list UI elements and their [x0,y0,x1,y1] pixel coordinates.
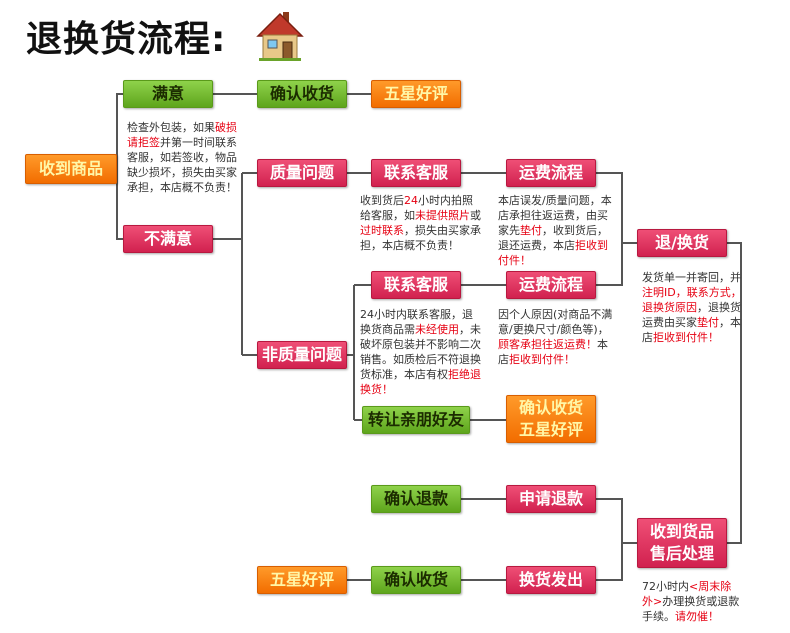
after-sale-node: 收到货品 售后处理 [637,518,727,568]
confirm-receipt-mid-label: 确认收货 [519,397,583,419]
note-segment: 请勿催！ [675,610,719,623]
note-segment: 发货单一并寄回，并 [642,271,741,284]
confirm-receipt-top-node: 确认收货 [257,80,347,108]
shipping-quality-note: 本店误发/质量问题，本店承担往返运费，由买家先垫付，收到货后，退还运费，本店拒收… [498,193,616,268]
note-segment: 拒收到付件！ [509,353,575,366]
note-segment: 垫付 [697,316,719,329]
transfer-friends-node: 转让亲朋好友 [362,406,470,434]
note-segment: 72小时内 [642,580,689,593]
received-goods-label: 收到货品 [650,521,714,543]
exchange-ship-node: 换货发出 [506,566,596,594]
non-quality-note: 24小时内联系客服，退换货商品需未经使用，未破坏原包装并不影响二次销售。如质检后… [360,307,482,397]
house-icon [254,8,306,64]
satisfied-node: 满意 [123,80,213,108]
note-segment: 24 [404,194,418,207]
inspect-note: 检查外包装，如果破损请拒签并第一时间联系客服，如若签收，物品缺少损坏，损失由买家… [127,120,243,195]
confirm-receipt-bottom-node: 确认收货 [371,566,461,594]
five-star-bottom-node: 五星好评 [257,566,347,594]
non-quality-issue-node: 非质量问题 [257,341,347,369]
shipping-flow-2-node: 运费流程 [506,271,596,299]
page-title: 退换货流程: [26,10,226,62]
note-segment: 未提供照片 [415,209,470,222]
quality-note: 收到货后24小时内拍照给客服，如未提供照片或过时联系，损失由买家承担，本店概不负… [360,193,482,253]
five-star-mid-label: 五星好评 [519,419,583,441]
note-segment: 收到货后 [360,194,404,207]
confirm-refund-node: 确认退款 [371,485,461,513]
note-segment: 因个人原因(对商品不满意/更换尺寸/颜色等)， [498,308,612,336]
connector-line [596,543,622,580]
note-segment: 检查外包装，如果 [127,121,215,134]
shipping-non-quality-note: 因个人原因(对商品不满意/更换尺寸/颜色等)，顾客承担往返运费！本店拒收到付件！ [498,307,618,367]
note-segment: 拒收到付件！ [653,331,719,344]
note-segment: 过时联系 [360,224,404,237]
after-sale-label: 售后处理 [650,543,714,565]
contact-cs-2-node: 联系客服 [371,271,461,299]
received-goods-node: 收到商品 [25,154,117,184]
confirm-five-star-mid-node: 确认收货 五星好评 [506,395,596,443]
note-segment: 顾客承担往返运费！ [498,338,597,351]
contact-cs-1-node: 联系客服 [371,159,461,187]
note-segment: 或 [470,209,481,222]
apply-refund-node: 申请退款 [506,485,596,513]
return-note: 发货单一并寄回，并注明ID，联系方式，退换货原因，退换货运费由买家垫付，本店拒收… [642,270,742,345]
five-star-top-node: 五星好评 [371,80,461,108]
note-segment: 垫付 [520,224,542,237]
quality-issue-node: 质量问题 [257,159,347,187]
note-segment: 未经使用 [415,323,459,336]
return-exchange-node: 退/换货 [637,229,727,257]
connector-line [596,499,637,543]
shipping-flow-1-node: 运费流程 [506,159,596,187]
unsatisfied-node: 不满意 [123,225,213,253]
after-sale-note: 72小时内<周末除外>办理换货或退款手续。请勿催！ [642,579,742,624]
